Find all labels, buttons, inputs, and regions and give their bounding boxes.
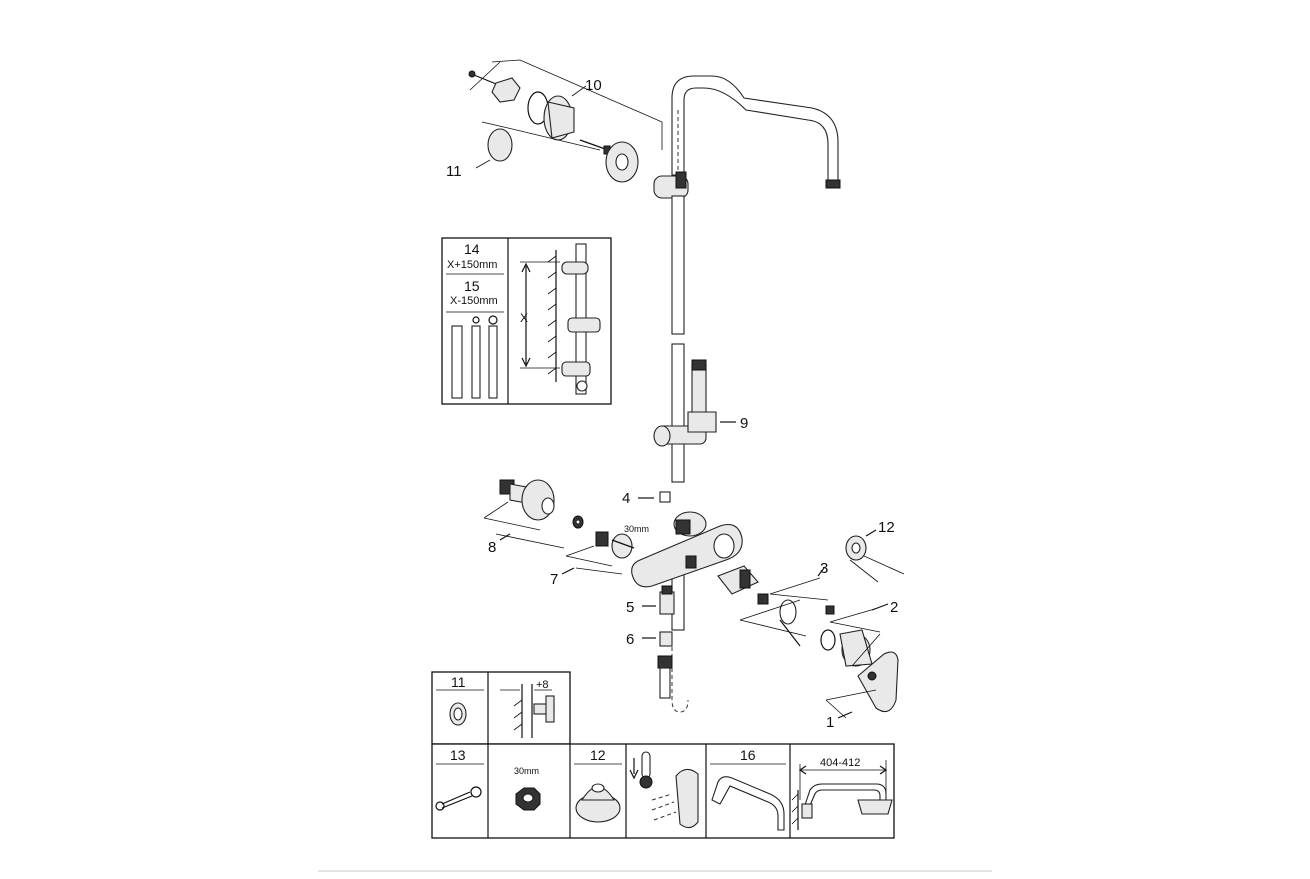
callout-9: 9 xyxy=(740,415,748,432)
panel-12: 12 xyxy=(575,747,621,823)
hand-shower-holder xyxy=(653,359,717,447)
cartridge-and-valves xyxy=(657,585,675,699)
panel-12-label: 12 xyxy=(590,747,606,763)
mixer-handle-parts xyxy=(717,565,899,713)
callout-7-dim: 30mm xyxy=(624,524,649,534)
panel-temperature xyxy=(629,751,699,829)
callout-5: 5 xyxy=(626,599,634,616)
thermostat-body xyxy=(631,511,743,588)
callout-2: 2 xyxy=(890,599,898,616)
temperature-limit-stop xyxy=(845,535,867,561)
panel-arm-length: 404-412 xyxy=(791,757,893,830)
panel-13-dim: 30mm xyxy=(514,766,539,776)
panel-13: 13 30mm xyxy=(435,747,541,811)
inset-dim-14: X+150mm xyxy=(447,259,497,271)
inset-x-label: X xyxy=(520,311,528,325)
callout-11: 11 xyxy=(446,163,462,180)
callout-10: 10 xyxy=(585,77,602,94)
panel-16-dim: 404-412 xyxy=(820,757,860,769)
shower-arm xyxy=(671,75,841,189)
callout-1: 1 xyxy=(826,714,834,731)
inset-label-15: 15 xyxy=(464,278,480,294)
inset-label-14: 14 xyxy=(464,241,480,257)
callout-6: 6 xyxy=(626,631,634,648)
panel-16: 16 xyxy=(711,747,785,831)
inset-height-adjustment: 14 X+150mm 15 X-150mm X xyxy=(441,237,612,405)
callout-8: 8 xyxy=(488,539,496,556)
wall-bracket-parts xyxy=(468,70,689,199)
callout-3: 3 xyxy=(820,560,828,577)
callout-12: 12 xyxy=(878,519,895,536)
callout-4: 4 xyxy=(622,490,630,507)
left-inlet-parts xyxy=(499,479,635,559)
riser-pipe xyxy=(671,195,689,713)
panel-13-label: 13 xyxy=(450,747,466,763)
callout-7: 7 xyxy=(550,571,558,588)
inset-dim-15: X-150mm xyxy=(450,295,498,307)
panel-11-label: 11 xyxy=(451,674,466,690)
panel-11-dim: +8 xyxy=(536,679,549,691)
panel-11: 11 +8 xyxy=(431,671,571,745)
page-bottom-rule xyxy=(318,870,992,872)
panel-16-label: 16 xyxy=(740,747,756,763)
